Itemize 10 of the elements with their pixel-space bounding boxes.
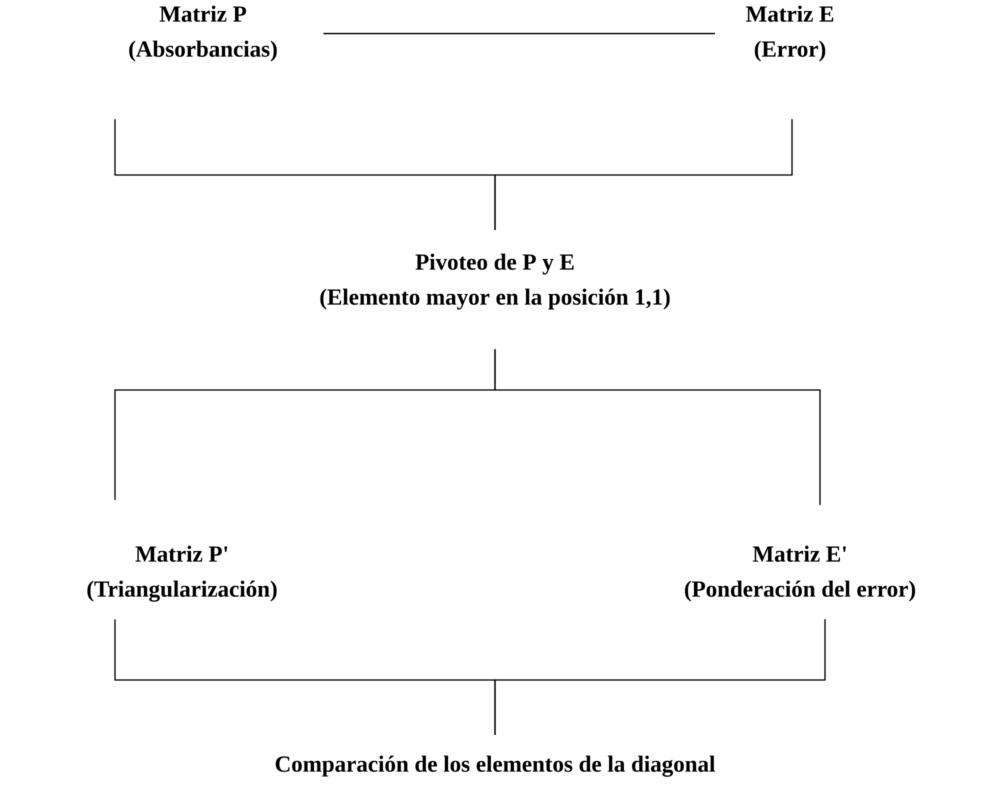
step-label: Matriz P (Absorbancias) xyxy=(129,6,277,62)
step-label: Matriz E (Error) xyxy=(746,6,834,62)
step-label: Pivoteo de P y E (Elemento mayor en la posición 1,1) xyxy=(320,254,670,310)
connector-line xyxy=(323,32,715,34)
step-label: Matriz E' (Ponderación del error) xyxy=(684,546,916,602)
step-label: Matriz P' (Triangularización) xyxy=(87,546,277,602)
step-label: Comparación de los elementos de la diagonal xyxy=(276,756,716,777)
connector-line xyxy=(494,119,793,230)
connector-line xyxy=(494,349,821,505)
connector-line xyxy=(494,619,826,735)
